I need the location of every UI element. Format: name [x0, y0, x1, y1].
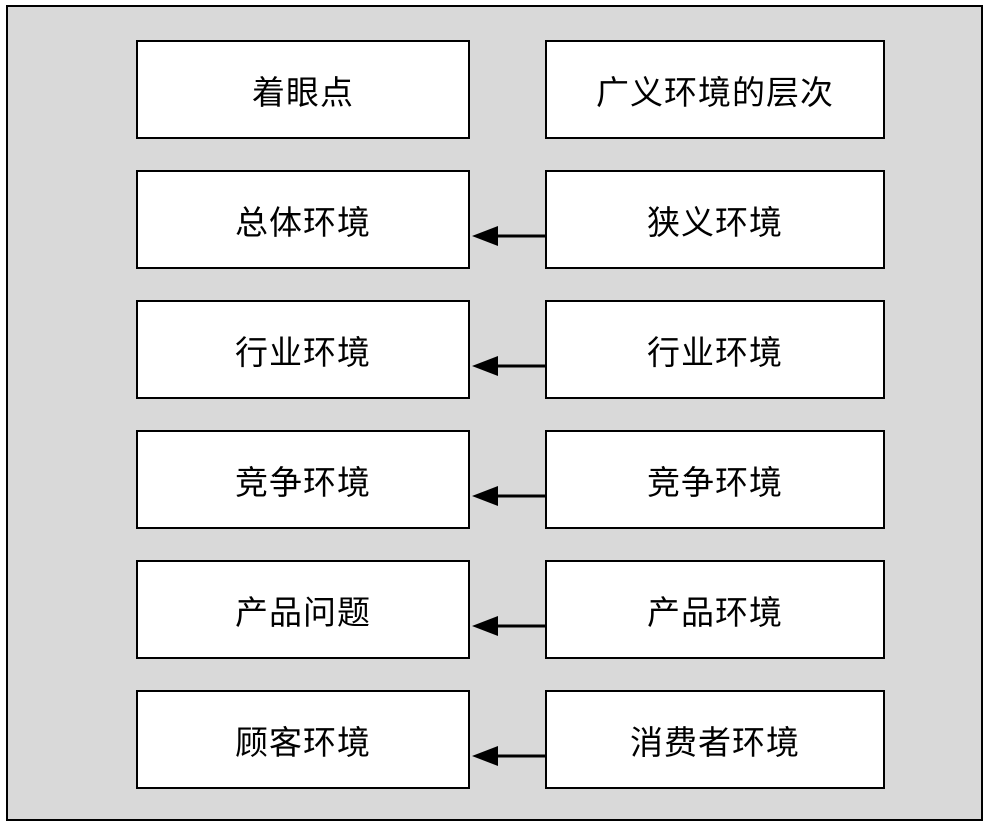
focus-label: 行业环境 [235, 332, 371, 372]
level-label: 行业环境 [647, 332, 783, 372]
focus-box-product: 产品问题 [136, 560, 470, 659]
arrow-left-icon [472, 746, 545, 766]
diagram-frame: 着眼点 广义环境的层次 总体环境 狭义环境 行业环境 行业环境 竞争环境 竞争环… [6, 5, 983, 821]
level-label: 消费者环境 [630, 722, 800, 762]
focus-box-industry: 行业环境 [136, 300, 470, 399]
arrow-left-icon [472, 616, 545, 636]
level-box-consumer: 消费者环境 [545, 690, 885, 789]
focus-box-customer: 顾客环境 [136, 690, 470, 789]
arrow-left-icon [472, 226, 545, 246]
header-levels-label: 广义环境的层次 [596, 72, 834, 112]
focus-label: 产品问题 [235, 592, 371, 632]
focus-box-general: 总体环境 [136, 170, 470, 269]
focus-label: 总体环境 [235, 202, 371, 242]
level-label: 狭义环境 [647, 202, 783, 242]
arrow-left-icon [472, 486, 545, 506]
focus-box-competition: 竞争环境 [136, 430, 470, 529]
level-box-narrow: 狭义环境 [545, 170, 885, 269]
level-box-competition: 竞争环境 [545, 430, 885, 529]
level-box-product: 产品环境 [545, 560, 885, 659]
header-focus-label: 着眼点 [252, 72, 354, 112]
focus-label: 顾客环境 [235, 722, 371, 762]
header-focus-box: 着眼点 [136, 40, 470, 139]
arrow-left-icon [472, 356, 545, 376]
level-label: 竞争环境 [647, 462, 783, 502]
level-box-industry: 行业环境 [545, 300, 885, 399]
level-label: 产品环境 [647, 592, 783, 632]
header-levels-box: 广义环境的层次 [545, 40, 885, 139]
focus-label: 竞争环境 [235, 462, 371, 502]
